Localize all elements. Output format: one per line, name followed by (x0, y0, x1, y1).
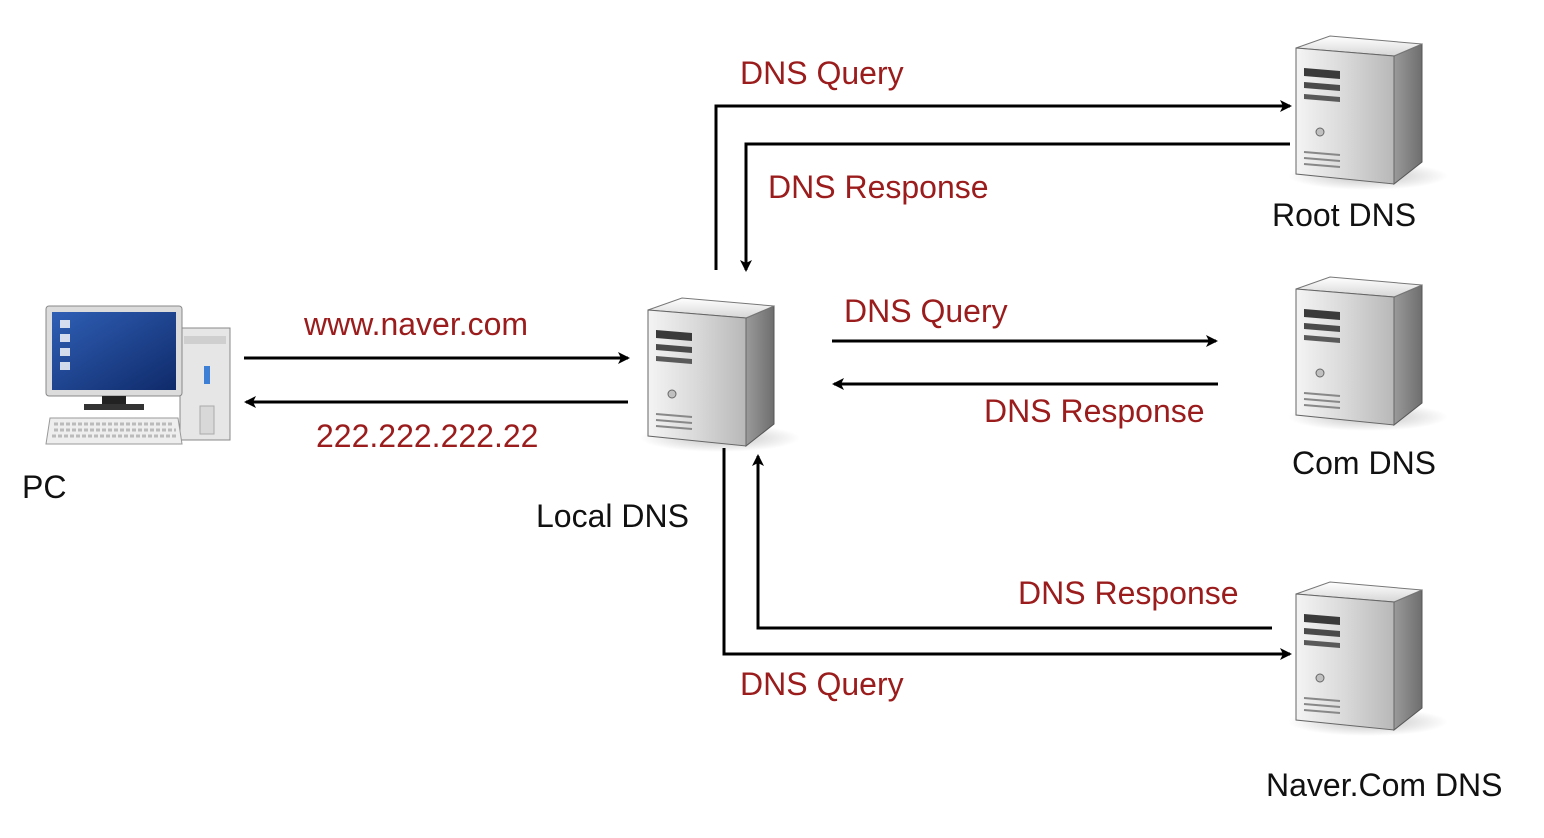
pc-computer-icon (45, 305, 231, 445)
com-dns-node-label: Com DNS (1292, 445, 1437, 481)
pc-node-label: PC (22, 469, 67, 505)
pc-reply-label: 222.222.222.22 (316, 418, 539, 454)
local-dns-server-icon (639, 297, 801, 453)
com-dns-server-icon (1287, 276, 1449, 432)
naver-dns-node-label: Naver.Com DNS (1266, 767, 1503, 803)
naver-query-label: DNS Query (740, 666, 904, 702)
naver-query-arrow (722, 448, 1292, 660)
com-query-label: DNS Query (844, 293, 1008, 329)
root-response-label: DNS Response (768, 169, 989, 205)
naver-response-label: DNS Response (1018, 575, 1239, 611)
root-dns-server-icon (1287, 35, 1449, 191)
com-response-label: DNS Response (984, 393, 1205, 429)
root-query-label: DNS Query (740, 55, 904, 91)
root-dns-node-label: Root DNS (1272, 197, 1417, 233)
root-query-arrow (714, 100, 1292, 270)
naver-response-arrow (752, 454, 1272, 630)
pc-request-label: www.naver.com (304, 306, 529, 342)
local-dns-node-label: Local DNS (536, 498, 689, 534)
naver-dns-server-icon (1287, 581, 1449, 737)
root-response-arrow (740, 142, 1290, 272)
